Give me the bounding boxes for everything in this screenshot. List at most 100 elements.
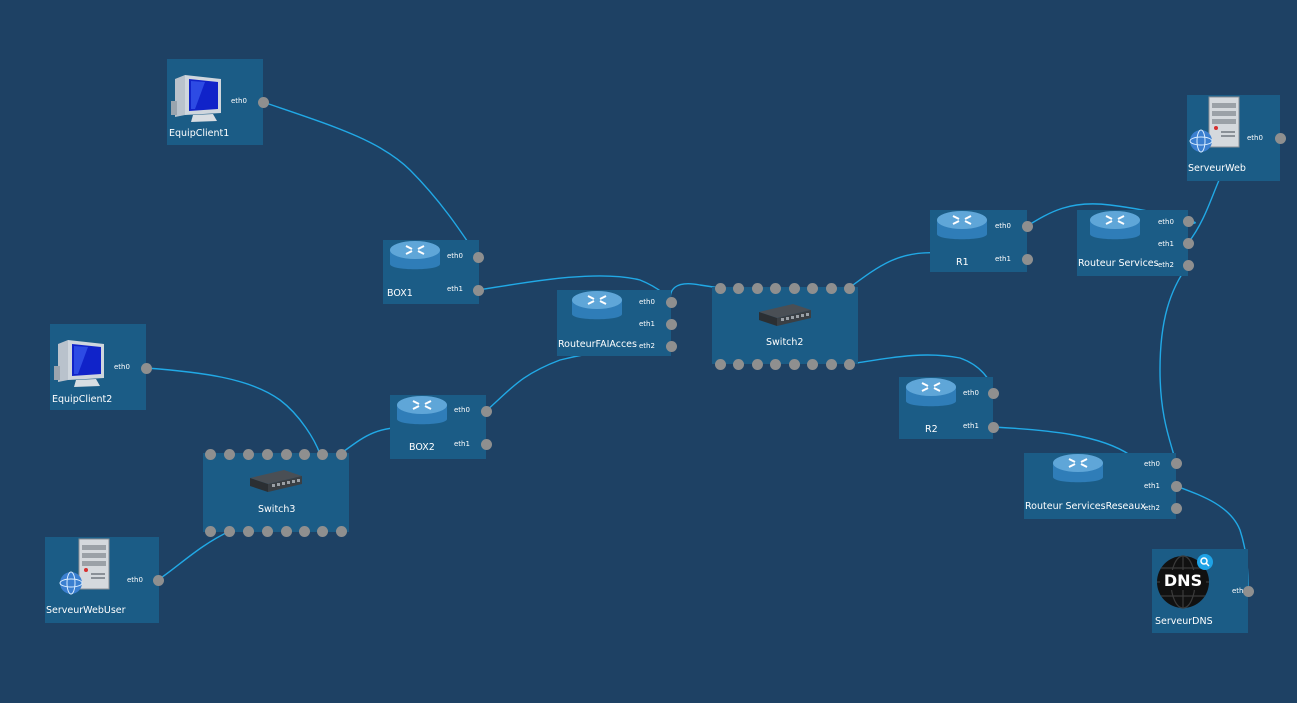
- port-eth1[interactable]: [480, 438, 492, 450]
- switch-port[interactable]: [732, 358, 744, 370]
- switch-port[interactable]: [825, 358, 837, 370]
- port-eth0[interactable]: [152, 574, 164, 586]
- switch-port[interactable]: [298, 525, 310, 537]
- port-eth1[interactable]: [1182, 237, 1194, 249]
- switch-port[interactable]: [769, 358, 781, 370]
- link-webuser-switch3[interactable]: [157, 530, 231, 581]
- node-label: ServeurWeb: [1188, 163, 1246, 174]
- switch-port[interactable]: [316, 525, 328, 537]
- node-r1[interactable]: eth0 eth1 R1: [930, 210, 1027, 272]
- router-icon: [397, 396, 447, 425]
- port-eth0[interactable]: [140, 362, 152, 374]
- switch-port[interactable]: [751, 282, 763, 294]
- port-label-eth0: eth0: [114, 363, 130, 371]
- node-equip-client1[interactable]: eth0 EquipClient1: [167, 59, 263, 145]
- port-eth2[interactable]: [1182, 259, 1194, 271]
- switch-port[interactable]: [714, 358, 726, 370]
- port-eth1[interactable]: [472, 284, 484, 296]
- node-routeur-services-reseaux[interactable]: eth0 eth1 eth2 Routeur ServicesReseaux: [1024, 453, 1176, 519]
- switch-port[interactable]: [788, 282, 800, 294]
- node-serveur-web-user[interactable]: eth0 ServeurWebUser: [45, 537, 159, 623]
- link-client2-switch3[interactable]: [145, 367, 321, 455]
- port-label-eth1: eth1: [1158, 240, 1174, 248]
- port-eth0[interactable]: [1170, 457, 1182, 469]
- port-eth0[interactable]: [987, 387, 999, 399]
- switch-port[interactable]: [223, 448, 235, 460]
- node-box1[interactable]: eth0 eth1 BOX1: [383, 240, 479, 304]
- switch-port[interactable]: [825, 282, 837, 294]
- node-label: BOX1: [387, 288, 413, 299]
- switch-port[interactable]: [843, 282, 855, 294]
- node-box2[interactable]: eth0 eth1 BOX2: [390, 395, 486, 459]
- switch-port[interactable]: [242, 448, 254, 460]
- node-switch3[interactable]: Switch3: [203, 453, 349, 532]
- port-eth0[interactable]: [472, 251, 484, 263]
- switch-port[interactable]: [714, 282, 726, 294]
- router-icon: [572, 291, 622, 320]
- router-icon: [390, 241, 440, 270]
- switch-port[interactable]: [769, 282, 781, 294]
- node-routeur-fai-acces[interactable]: eth0 eth1 eth2 RouteurFAIAcces: [557, 290, 671, 356]
- node-r2[interactable]: eth0 eth1 R2: [899, 377, 993, 439]
- port-eth0[interactable]: [257, 96, 269, 108]
- switch-port[interactable]: [261, 525, 273, 537]
- router-icon: [1090, 211, 1140, 240]
- node-label: EquipClient2: [52, 394, 113, 405]
- switch-port[interactable]: [242, 525, 254, 537]
- port-eth1[interactable]: [1170, 480, 1182, 492]
- port-label-eth0: eth0: [447, 252, 463, 260]
- switch-port[interactable]: [806, 282, 818, 294]
- port-eth1[interactable]: [665, 318, 677, 330]
- node-switch2[interactable]: Switch2: [712, 287, 858, 364]
- switch-port[interactable]: [751, 358, 763, 370]
- switch-port[interactable]: [204, 525, 216, 537]
- node-label: Switch3: [258, 504, 296, 515]
- node-label: R2: [925, 424, 938, 435]
- port-eth1[interactable]: [987, 421, 999, 433]
- node-serveur-web[interactable]: eth0 ServeurWeb: [1187, 95, 1280, 181]
- port-eth0[interactable]: [1182, 215, 1194, 227]
- switch-port[interactable]: [223, 525, 235, 537]
- switch-port[interactable]: [204, 448, 216, 460]
- port-eth1[interactable]: [1021, 253, 1033, 265]
- port-eth2[interactable]: [665, 340, 677, 352]
- switch-port[interactable]: [280, 448, 292, 460]
- switch-port[interactable]: [843, 358, 855, 370]
- node-routeur-services[interactable]: eth0 eth1 eth2 Routeur Services: [1077, 210, 1188, 276]
- port-eth0[interactable]: [665, 296, 677, 308]
- port-label-eth0: eth0: [995, 222, 1011, 230]
- link-rs-rsr[interactable]: [1159, 264, 1189, 464]
- port-label-eth0: eth0: [1247, 134, 1263, 142]
- switch-port[interactable]: [788, 358, 800, 370]
- node-equip-client2[interactable]: eth0 EquipClient2: [50, 324, 146, 410]
- port-label-eth1: eth1: [995, 255, 1011, 263]
- port-label-eth0: eth0: [639, 298, 655, 306]
- switch-port[interactable]: [732, 282, 744, 294]
- port-eth0[interactable]: [1021, 220, 1033, 232]
- node-label: Switch2: [766, 337, 804, 348]
- port-eth2[interactable]: [1170, 502, 1182, 514]
- port-label-eth0: eth0: [454, 406, 470, 414]
- port-label-eth0: eth0: [1144, 460, 1160, 468]
- port-label-eth0: eth0: [231, 97, 247, 105]
- port-label-eth0: eth0: [127, 576, 143, 584]
- computer-monitor-icon: [171, 75, 221, 122]
- port-eth0[interactable]: [1274, 132, 1286, 144]
- node-label: ServeurWebUser: [46, 605, 126, 616]
- link-client1-box1[interactable]: [262, 101, 479, 258]
- port-label-eth2: eth2: [639, 342, 655, 350]
- node-serveur-dns[interactable]: DNS eth0 ServeurDNS: [1152, 549, 1248, 633]
- switch-port[interactable]: [280, 525, 292, 537]
- switch-port[interactable]: [335, 448, 347, 460]
- node-label: Routeur Services: [1078, 258, 1159, 269]
- node-label: RouteurFAIAcces: [558, 339, 637, 350]
- switch-port[interactable]: [261, 448, 273, 460]
- node-label: EquipClient1: [169, 128, 230, 139]
- switch-port[interactable]: [335, 525, 347, 537]
- port-eth0[interactable]: [1242, 585, 1254, 597]
- port-eth0[interactable]: [480, 405, 492, 417]
- switch-port[interactable]: [806, 358, 818, 370]
- switch-port[interactable]: [298, 448, 310, 460]
- switch-port[interactable]: [316, 448, 328, 460]
